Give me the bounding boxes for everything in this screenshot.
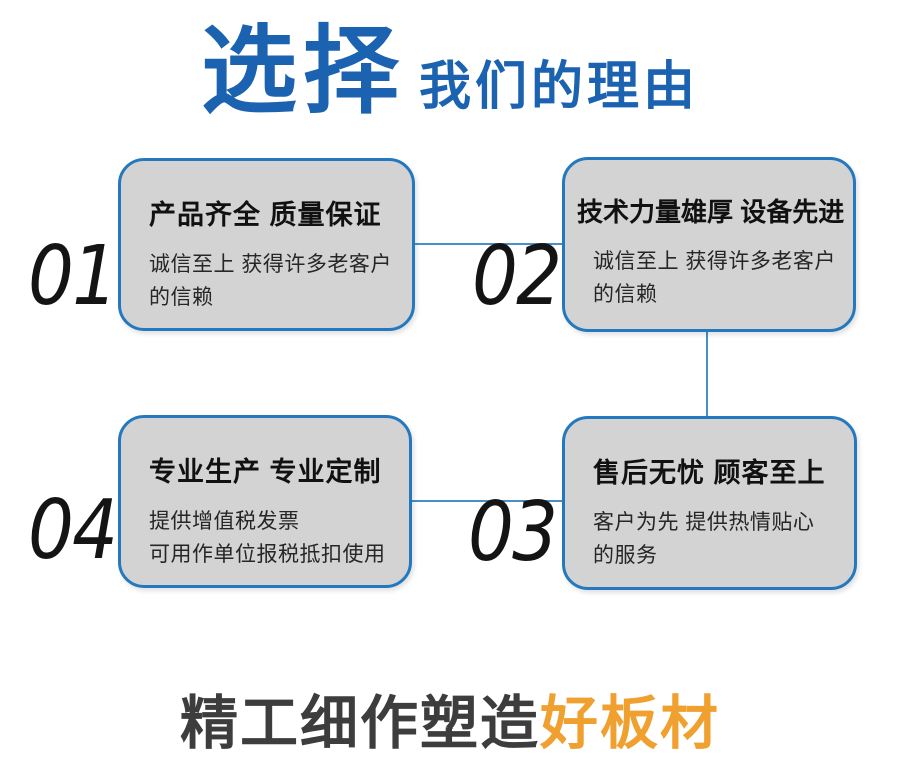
- page-title-accent: 选择: [200, 18, 405, 125]
- connector-line-card1-card2: [412, 243, 564, 245]
- feature-card-description: 客户为先 提供热情贴心的服务: [593, 511, 815, 567]
- feature-card-after-sales: 售后无忧 顾客至上 客户为先 提供热情贴心的服务: [562, 416, 857, 590]
- feature-card-product-quality: 产品齐全 质量保证 诚信至上 获得许多老客户的信赖: [118, 158, 415, 331]
- feature-card-description: 诚信至上 获得许多老客户的信赖: [593, 250, 836, 306]
- feature-card-custom-production: 专业生产 专业定制 提供增值税发票 可用作单位报税抵扣使用: [118, 415, 412, 588]
- footer-slogan-dark: 精工细作塑造: [179, 691, 540, 756]
- feature-card-description: 诚信至上 获得许多老客户的信赖: [149, 253, 392, 309]
- connector-line-card2-card3: [706, 331, 708, 418]
- feature-card-description: 提供增值税发票 可用作单位报税抵扣使用: [149, 510, 386, 566]
- step-number-04: 04: [28, 483, 118, 578]
- feature-card-title: 售后无忧 顾客至上: [593, 458, 826, 488]
- feature-card-title: 专业生产 专业定制: [149, 457, 382, 487]
- connector-line-card4-card3: [410, 500, 564, 502]
- page-title-rest: 我们的理由: [418, 58, 699, 116]
- step-number-03: 03: [468, 485, 558, 580]
- feature-card-title: 技术力量雄厚 设备先进: [577, 197, 845, 227]
- feature-card-title: 产品齐全 质量保证: [149, 200, 382, 230]
- feature-card-technology-equipment: 技术力量雄厚 设备先进 诚信至上 获得许多老客户的信赖: [562, 157, 856, 332]
- footer-slogan-accent: 好板材: [540, 691, 721, 756]
- step-number-01: 01: [28, 229, 118, 324]
- footer-slogan: 精工细作塑造好板材: [0, 676, 900, 760]
- page-title: 选择 我们的理由: [0, 24, 900, 120]
- step-number-02: 02: [472, 229, 562, 324]
